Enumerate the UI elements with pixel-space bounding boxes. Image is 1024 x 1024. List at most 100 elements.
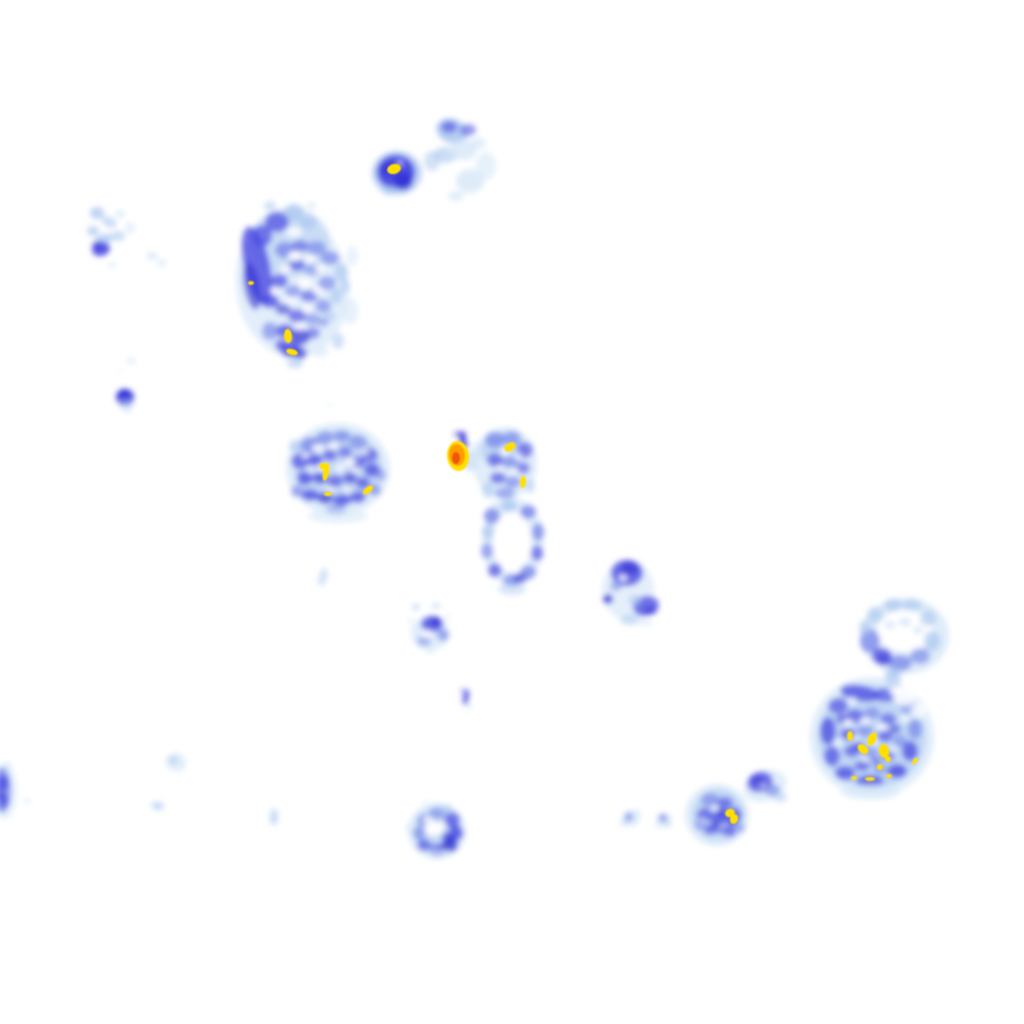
blob-part bbox=[913, 626, 923, 634]
blob-part bbox=[843, 719, 853, 727]
blob-part bbox=[861, 756, 869, 762]
blob-part bbox=[315, 299, 331, 313]
blob-part bbox=[327, 403, 333, 407]
blob-part bbox=[125, 222, 135, 234]
blob-part bbox=[910, 648, 930, 664]
blob-part bbox=[423, 816, 433, 824]
blob-part bbox=[834, 739, 842, 747]
blob-part bbox=[513, 573, 527, 583]
blob-part bbox=[840, 784, 900, 800]
blob-part bbox=[284, 204, 304, 220]
hotspot-mark bbox=[867, 732, 877, 746]
blob-part bbox=[413, 826, 425, 840]
blob-part bbox=[444, 812, 460, 828]
blob-part bbox=[498, 583, 526, 595]
cell-big-bottomright-hotspots bbox=[847, 731, 918, 781]
blob-part bbox=[920, 610, 936, 626]
blob-part bbox=[902, 741, 918, 761]
blob-part bbox=[889, 746, 897, 752]
blob-part bbox=[773, 792, 787, 802]
blob-part bbox=[115, 210, 125, 218]
blob-part bbox=[338, 446, 352, 458]
blob-part bbox=[284, 297, 296, 305]
blob-part bbox=[290, 329, 310, 345]
blob-part bbox=[361, 449, 369, 455]
speck-center bbox=[318, 568, 471, 709]
hotspot-mark bbox=[248, 281, 254, 285]
blob-part bbox=[441, 121, 457, 133]
blob-part bbox=[525, 479, 535, 493]
blob-part bbox=[924, 631, 940, 651]
blob-part bbox=[275, 303, 291, 315]
cell-bottom-cluster bbox=[621, 770, 787, 846]
blob-part bbox=[295, 322, 305, 330]
blob-part bbox=[481, 543, 493, 559]
hotspot-mark bbox=[912, 757, 918, 765]
blob-part bbox=[638, 618, 652, 626]
blob-part bbox=[405, 824, 411, 832]
blob-part bbox=[146, 252, 158, 260]
blob-part bbox=[291, 485, 303, 497]
blob-part bbox=[243, 262, 261, 310]
hotspot-mark bbox=[857, 744, 869, 754]
blob-part bbox=[313, 287, 323, 295]
blob-part bbox=[871, 757, 881, 765]
blob-part bbox=[364, 463, 380, 477]
blob-part bbox=[887, 764, 907, 778]
hotspot-mark bbox=[847, 731, 853, 741]
hotspot-mark bbox=[283, 329, 293, 343]
hotspot-mark bbox=[504, 442, 516, 452]
blob-part bbox=[487, 453, 503, 467]
hotspot-mark bbox=[729, 814, 739, 824]
blob-part bbox=[760, 784, 766, 788]
blob-part bbox=[448, 191, 464, 201]
blob-part bbox=[101, 216, 117, 228]
blob-part bbox=[412, 604, 420, 610]
blob-part bbox=[270, 287, 280, 295]
blob-part bbox=[485, 432, 505, 448]
blob-part bbox=[312, 444, 324, 452]
cell-large-cluster-hotspots bbox=[248, 281, 298, 356]
blob-part bbox=[306, 467, 314, 473]
blob-part bbox=[87, 226, 99, 236]
blob-part bbox=[484, 508, 500, 524]
blob-part bbox=[621, 561, 639, 575]
blob-part bbox=[301, 489, 319, 501]
blob-part bbox=[482, 482, 494, 498]
blob-part bbox=[126, 358, 136, 364]
blob-part bbox=[422, 800, 428, 804]
blob-part bbox=[880, 713, 896, 725]
blob-part bbox=[90, 207, 104, 219]
blob-part bbox=[298, 278, 312, 288]
blob-part bbox=[262, 322, 278, 340]
blob-part bbox=[716, 807, 728, 817]
hotspot-mark bbox=[851, 776, 857, 780]
blob-part bbox=[635, 809, 641, 815]
blob-part bbox=[426, 848, 450, 858]
blob-part bbox=[620, 615, 640, 625]
blob-part bbox=[304, 313, 320, 325]
blob-part bbox=[467, 703, 471, 709]
hotspot-mark bbox=[452, 452, 460, 464]
blob-part bbox=[495, 487, 515, 499]
blob-part bbox=[430, 617, 442, 627]
hotspot-mark bbox=[886, 774, 892, 778]
blob-part bbox=[710, 821, 720, 829]
blob-part bbox=[470, 137, 486, 149]
speck-dark-dot bbox=[116, 358, 136, 414]
blob-part bbox=[496, 465, 504, 471]
blob-part bbox=[717, 797, 733, 809]
blob-part bbox=[313, 347, 329, 357]
blob-part bbox=[344, 458, 356, 466]
blob-part bbox=[333, 494, 351, 506]
blob-part bbox=[318, 276, 336, 290]
blob-part bbox=[124, 406, 132, 414]
blob-part bbox=[334, 263, 348, 281]
blob-part bbox=[514, 453, 522, 459]
hotspot-mark bbox=[865, 777, 875, 781]
blob-part bbox=[318, 568, 328, 586]
blob-part bbox=[261, 294, 279, 308]
blob-part bbox=[460, 124, 476, 136]
blob-part bbox=[332, 333, 344, 349]
